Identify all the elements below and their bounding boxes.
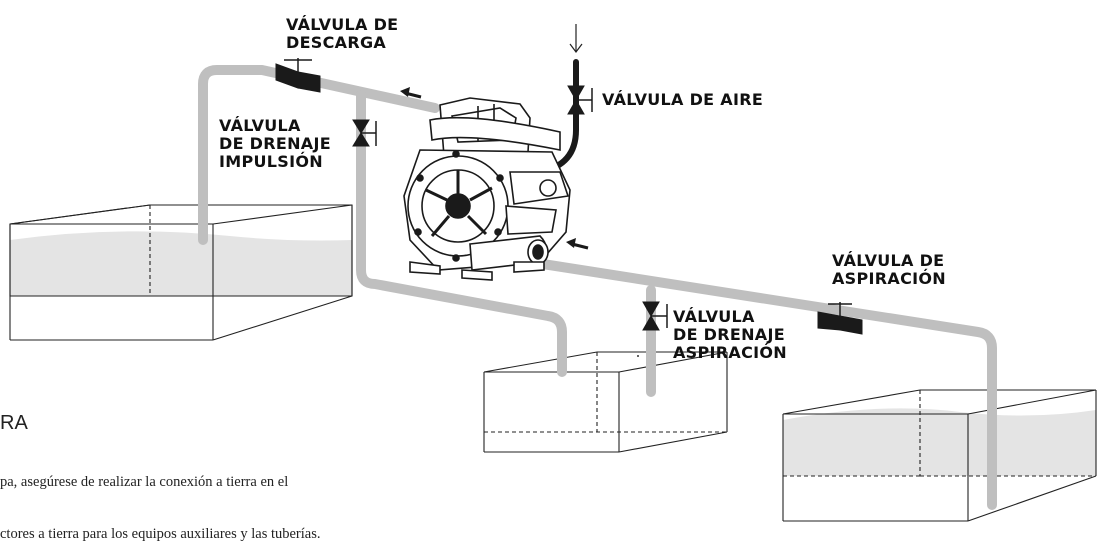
discharge-drain-valve-icon [352,119,377,147]
label-line: VÁLVULA DE [286,15,399,34]
flow-arrow-suction-icon [566,238,589,250]
suction-valve-label: VÁLVULA DE ASPIRACIÓN [832,252,946,288]
label-line: ASPIRACIÓN [673,343,787,362]
flow-arrow-discharge-icon [400,87,422,99]
body-text-line-1: pa, asegúrese de realizar la conexión a … [0,474,289,490]
air-valve-icon [567,85,593,115]
suction-valve-icon [817,302,863,335]
right-tank [782,389,1097,522]
discharge-valve-icon [275,58,321,93]
discharge-drain-valve-label: VÁLVULA DE DRENAJE IMPULSIÓN [219,117,331,171]
discharge-valve-label: VÁLVULA DE DESCARGA [286,16,398,52]
discharge-pipe [198,65,440,245]
label-line: ASPIRACIÓN [832,269,946,288]
label-line: VÁLVULA [219,116,301,135]
suction-pipe [525,257,997,510]
dot-mark [637,355,639,357]
label-line: DE DRENAJE [673,325,785,344]
label-line: DESCARGA [286,33,387,52]
suction-drain-valve-icon [642,301,668,331]
diaphragm-pump-icon [403,97,571,281]
middle-tank [483,351,728,453]
body-text-line-2: ctores a tierra para los equipos auxilia… [0,526,321,542]
left-tank [9,204,353,341]
pipes [198,65,997,510]
label-line: IMPULSIÓN [219,152,323,171]
label-line: VÁLVULA [673,307,755,326]
air-inlet-arrow-icon [569,43,583,53]
discharge-drain-pipe [356,90,567,377]
label-line: VÁLVULA DE [832,251,945,270]
suction-drain-valve-label: VÁLVULA DE DRENAJE ASPIRACIÓN [673,308,787,362]
label-line: DE DRENAJE [219,134,331,153]
air-valve-label: VÁLVULA DE AIRE [602,90,764,109]
section-heading: RA [0,412,28,434]
